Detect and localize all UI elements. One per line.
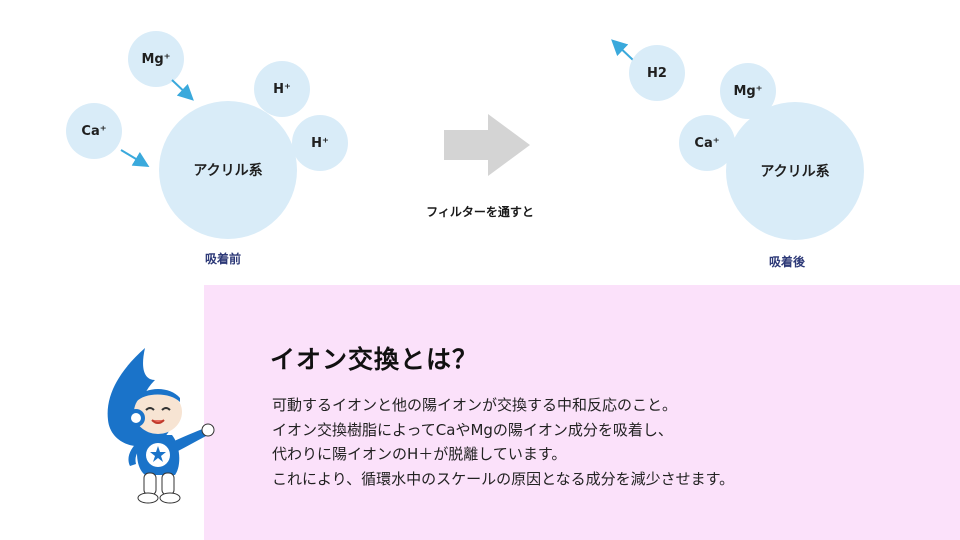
mg-ion-before: Mg⁺ (128, 31, 184, 87)
explanation-line: 可動するイオンと他の陽イオンが交換する中和反応のこと。 (272, 396, 678, 414)
explanation-panel (204, 285, 960, 540)
ca-ion-before: Ca⁺ (66, 103, 122, 159)
h2-arrow (611, 39, 634, 61)
ca-arrow (120, 149, 150, 168)
explanation-line: イオン交換樹脂によってCaやMgの陽イオン成分を吸着し、 (272, 420, 673, 439)
h2-ion-after: H2 (629, 45, 685, 101)
process-label: フィルターを通すと (426, 205, 534, 219)
process-arrow-icon (444, 114, 530, 176)
water-drop-mascot-icon (107, 348, 215, 504)
mg-ion-after: Mg⁺ (720, 63, 776, 119)
explanation-body: 可動するイオンと他の陽イオンが交換する中和反応のこと。 イオン交換樹脂によってC… (272, 393, 932, 491)
h-ion-before-1: H⁺ (254, 61, 310, 117)
resin-after: アクリル系 (726, 102, 864, 240)
explanation-line: 代わりに陽イオンのH＋が脱離しています。 (272, 445, 567, 463)
caption-after: 吸着後 (769, 255, 806, 269)
h-ion-before-2: H⁺ (292, 115, 348, 171)
resin-before: アクリル系 (159, 101, 297, 239)
ion-arrows (120, 39, 634, 168)
caption-before: 吸着前 (205, 252, 242, 266)
explanation-title: イオン交換とは？ (270, 345, 479, 374)
explanation-line: これにより、循環水中のスケールの原因となる成分を減少させます。 (272, 469, 735, 488)
ca-ion-after: Ca⁺ (679, 115, 735, 171)
mg-arrow (171, 79, 194, 101)
